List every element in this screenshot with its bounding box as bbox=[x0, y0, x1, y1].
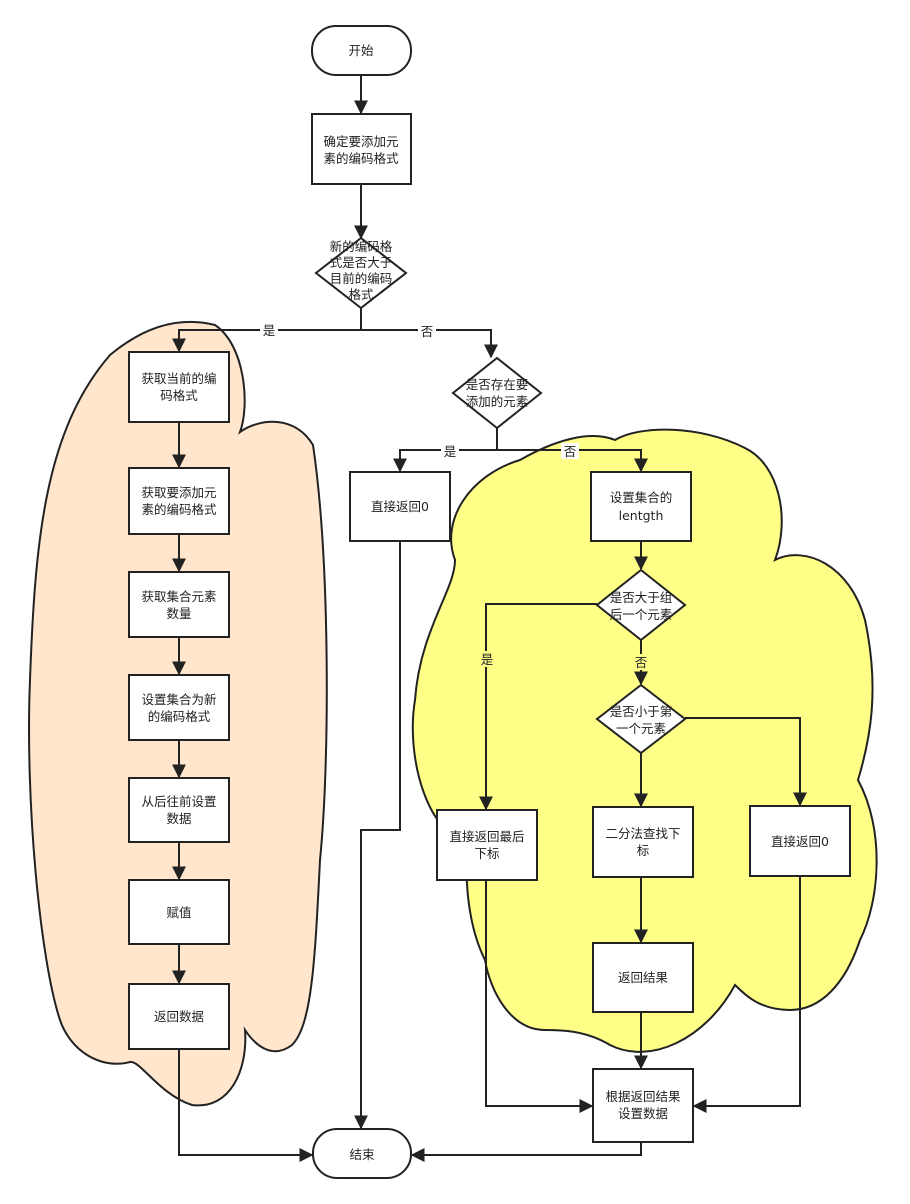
node-binary-search: 二分法查找下 标 bbox=[592, 806, 694, 878]
node-decision-less-first: 是否小于第 一个元素 bbox=[595, 683, 687, 755]
node-set-new-encoding: 设置集合为新 的编码格式 bbox=[128, 674, 230, 741]
node-determine-encoding-line-2: 素的编码格式 bbox=[323, 151, 399, 166]
decision-new-encoding-line-1: 新的编码格 bbox=[330, 239, 393, 254]
set-data-backwards-line-1: 从后往前设置 bbox=[141, 794, 216, 809]
edge-exists-yes bbox=[393, 449, 497, 473]
edge-less-yes-right bbox=[685, 717, 807, 807]
svg-text:返回结果: 返回结果 bbox=[618, 970, 669, 985]
get-count-line-2: 数量 bbox=[166, 606, 191, 621]
decision-greater-last-line-2: 后一个元素 bbox=[610, 607, 673, 622]
edge-return0b-to-set bbox=[692, 876, 801, 1113]
return-last-index-line-1: 直接返回最后 bbox=[449, 829, 524, 844]
get-new-encoding-line-2: 素的编码格式 bbox=[141, 502, 217, 517]
edge-label-yes-3: 是 bbox=[478, 651, 496, 667]
svg-text:是: 是 bbox=[263, 323, 276, 338]
edge-label-no-2: 否 bbox=[561, 443, 579, 459]
edge-return0-to-end bbox=[354, 541, 401, 1130]
set-new-encoding-line-1: 设置集合为新 bbox=[141, 692, 216, 707]
node-start: 开始 bbox=[311, 25, 412, 76]
node-end: 结束 bbox=[312, 1128, 412, 1179]
svg-text:赋值: 赋值 bbox=[166, 905, 191, 920]
edge-label-yes-1: 是 bbox=[260, 322, 278, 338]
svg-text:是: 是 bbox=[481, 652, 494, 667]
svg-text:否: 否 bbox=[564, 444, 577, 459]
node-get-current-encoding: 获取当前的编 码格式 bbox=[128, 351, 230, 423]
get-current-encoding-line-1: 获取当前的编 bbox=[141, 371, 216, 386]
decision-less-first-line-2: 一个元素 bbox=[616, 721, 666, 736]
edge-no-branch bbox=[361, 329, 498, 359]
set-length-line-1: 设置集合的 bbox=[610, 490, 673, 505]
node-decision-new-encoding: 新的编码格 式是否大于 目前的编码 格式 bbox=[314, 236, 408, 310]
get-count-line-1: 获取集合元素 bbox=[141, 589, 216, 604]
edge-label-no-1: 否 bbox=[418, 323, 436, 339]
node-return-data: 返回数据 bbox=[128, 983, 230, 1050]
decision-exists-line-2: 添加的元素 bbox=[466, 394, 529, 409]
binary-search-line-1: 二分法查找下 bbox=[605, 826, 680, 841]
set-length-line-2: lentgth bbox=[619, 508, 664, 523]
decision-exists-line-1: 是否存在要 bbox=[466, 377, 529, 392]
svg-text:是: 是 bbox=[444, 444, 457, 459]
decision-new-encoding-line-4: 格式 bbox=[348, 287, 374, 302]
edge-label-yes-2: 是 bbox=[441, 443, 459, 459]
node-determine-encoding: 确定要添加元 素的编码格式 bbox=[311, 113, 412, 185]
node-return-zero-1: 直接返回0 bbox=[349, 471, 451, 542]
svg-text:直接返回0: 直接返回0 bbox=[771, 834, 829, 849]
set-data-by-result-line-1: 根据返回结果 bbox=[605, 1089, 681, 1104]
set-data-backwards-line-2: 数据 bbox=[166, 811, 191, 826]
edges-group bbox=[172, 76, 807, 1162]
decision-new-encoding-line-3: 目前的编码 bbox=[330, 271, 393, 286]
edge-yes-branch bbox=[172, 329, 361, 353]
node-set-data-by-result: 根据返回结果 设置数据 bbox=[592, 1068, 694, 1143]
svg-text:否: 否 bbox=[421, 324, 434, 339]
node-decision-exists: 是否存在要 添加的元素 bbox=[451, 356, 543, 430]
edge-returnlast-to-set bbox=[485, 880, 594, 1113]
edge-greater-yes bbox=[479, 603, 597, 811]
binary-search-line-2: 标 bbox=[637, 843, 650, 858]
edge-left-to-end bbox=[178, 1049, 314, 1162]
decision-less-first-line-1: 是否小于第 bbox=[610, 704, 673, 719]
node-determine-encoding-line-1: 确定要添加元 bbox=[323, 134, 398, 149]
svg-text:结束: 结束 bbox=[349, 1147, 375, 1162]
set-new-encoding-line-2: 的编码格式 bbox=[148, 709, 211, 724]
decision-new-encoding-line-2: 式是否大于 bbox=[330, 255, 393, 270]
edge-exists-no bbox=[497, 449, 648, 473]
edge-label-no-3: 否 bbox=[632, 654, 650, 670]
node-decision-greater-last: 是否大于组 后一个元素 bbox=[595, 568, 687, 642]
return-last-index-line-2: 下标 bbox=[474, 846, 499, 861]
set-data-by-result-line-2: 设置数据 bbox=[618, 1106, 668, 1121]
node-return-last-index: 直接返回最后 下标 bbox=[436, 809, 538, 881]
node-set-length: 设置集合的 lentgth bbox=[590, 471, 692, 542]
node-get-count: 获取集合元素 数量 bbox=[128, 571, 230, 638]
get-new-encoding-line-1: 获取要添加元 bbox=[141, 485, 216, 500]
node-assign: 赋值 bbox=[128, 879, 230, 945]
svg-text:开始: 开始 bbox=[348, 43, 374, 58]
node-get-new-encoding: 获取要添加元 素的编码格式 bbox=[128, 467, 230, 535]
node-return-result: 返回结果 bbox=[592, 942, 694, 1013]
svg-text:否: 否 bbox=[635, 655, 648, 670]
edge-set-to-end bbox=[410, 1142, 642, 1162]
svg-text:返回数据: 返回数据 bbox=[154, 1009, 204, 1024]
svg-text:直接返回0: 直接返回0 bbox=[371, 499, 429, 514]
decision-greater-last-line-1: 是否大于组 bbox=[610, 590, 673, 605]
node-return-zero-2: 直接返回0 bbox=[749, 805, 851, 877]
get-current-encoding-line-2: 码格式 bbox=[160, 388, 198, 403]
node-set-data-backwards: 从后往前设置 数据 bbox=[128, 777, 230, 843]
